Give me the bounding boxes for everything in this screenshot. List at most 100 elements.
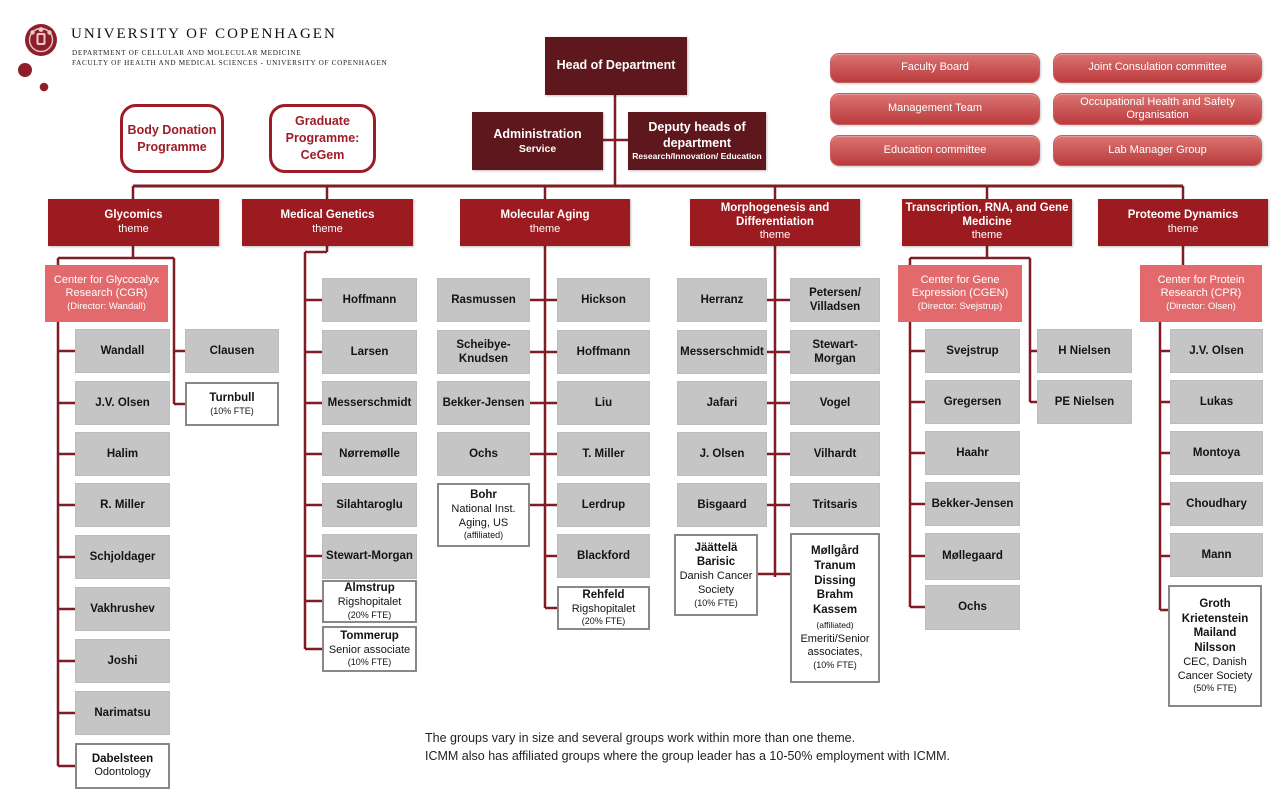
member-halim: Halim xyxy=(75,432,170,476)
committee-joint-consulation: Joint Consulation committee xyxy=(1053,53,1262,83)
member-affiliation: associates, xyxy=(807,646,863,659)
member-n-rrem-lle: Nørremølle xyxy=(322,432,417,476)
theme-label: theme xyxy=(971,229,1003,242)
administration-sublabel: Service xyxy=(518,142,557,155)
member-name: Almstrup xyxy=(344,582,395,595)
member-affiliation: National Inst. xyxy=(451,502,516,515)
member-vogel: Vogel xyxy=(790,381,880,425)
member-vilhardt: Vilhardt xyxy=(790,432,880,476)
member-name: Dabelsteen xyxy=(91,752,154,765)
graduate-programme-box: Graduate Programme: CeGem xyxy=(269,104,376,173)
affiliated-note: (affiliated) xyxy=(816,619,854,630)
member-bekker-jensen: Bekker-Jensen xyxy=(925,482,1020,526)
member-mann: Mann xyxy=(1170,533,1263,577)
faculty-line: FACULTY OF HEALTH AND MEDICAL SCIENCES -… xyxy=(72,59,388,67)
member-j-v-olsen: J.V. Olsen xyxy=(1170,329,1263,373)
committee-faculty-board: Faculty Board xyxy=(830,53,1040,83)
member-fte: (20% FTE) xyxy=(347,609,392,620)
member-affiliation: CEC, Danish xyxy=(1183,655,1247,668)
member-turnbull: Turnbull(10% FTE) xyxy=(185,382,279,426)
department-line: DEPARTMENT OF CELLULAR AND MOLECULAR MED… xyxy=(72,49,302,57)
center-box-cgen: Center for Gene Expression (CGEN)(Direct… xyxy=(898,265,1022,322)
member-fte: (10% FTE) xyxy=(813,660,857,671)
member-joshi: Joshi xyxy=(75,639,170,683)
theme-label: theme xyxy=(529,222,561,235)
member-name: Barisic xyxy=(696,556,736,569)
member-affiliation: Aging, US xyxy=(458,516,509,529)
member-silahtaroglu: Silahtaroglu xyxy=(322,483,417,527)
deputy-heads-box: Deputy heads of department Research/Inno… xyxy=(628,112,766,170)
center-label: (Director: Wandall) xyxy=(67,301,146,313)
member-affiliation: Society xyxy=(697,583,735,596)
member-name: Turnbull xyxy=(209,391,255,404)
member-name: Groth xyxy=(1199,597,1231,610)
member-fte: (20% FTE) xyxy=(581,616,626,627)
member-herranz: Herranz xyxy=(677,278,767,322)
theme-label: Glycomics xyxy=(104,209,163,222)
member-stewart-morgan: Stewart-Morgan xyxy=(322,534,417,579)
member-montoya: Montoya xyxy=(1170,431,1263,475)
member-name: Rehfeld xyxy=(582,588,625,601)
member-hickson: Hickson xyxy=(557,278,650,322)
center-label: Center for Gene Expression (CGEN) xyxy=(911,273,1009,300)
member-vakhrushev: Vakhrushev xyxy=(75,587,170,631)
theme-label: theme xyxy=(759,229,791,242)
member-m-llegaard: Møllegaard xyxy=(925,533,1020,580)
member-name: Brahm xyxy=(816,589,854,602)
head-of-department-label: Head of Department xyxy=(556,58,676,73)
member-r-miller: R. Miller xyxy=(75,483,170,527)
deputy-heads-label: Deputy heads of department xyxy=(648,120,746,150)
center-label: Center for Protein Research (CPR) xyxy=(1157,273,1245,300)
center-label: Center for Glycocalyx Research (CGR) xyxy=(53,273,160,300)
member-blackford: Blackford xyxy=(557,534,650,578)
member-pe-nielsen: PE Nielsen xyxy=(1037,380,1132,424)
theme-label: theme xyxy=(1167,222,1199,235)
university-title: UNIVERSITY OF COPENHAGEN xyxy=(71,26,337,42)
member-messerschmidt: Messerschmidt xyxy=(322,381,417,425)
member-affiliation: Emeriti/Senior xyxy=(800,632,870,645)
member-haahr: Haahr xyxy=(925,431,1020,475)
administration-box: Administration Service xyxy=(472,112,603,170)
member-fte: (50% FTE) xyxy=(1193,683,1237,694)
member-h-nielsen: H Nielsen xyxy=(1037,329,1132,373)
member-name: Tommerup xyxy=(340,629,399,642)
member-bisgaard: Bisgaard xyxy=(677,483,767,527)
theme-label: Molecular Aging xyxy=(500,209,590,222)
member-gregersen: Gregersen xyxy=(925,380,1020,424)
administration-label: Administration xyxy=(493,126,582,141)
center-label: (Director: Svejstrup) xyxy=(917,301,1003,313)
body-donation-programme-box: Body Donation Programme xyxy=(120,104,224,173)
member-affiliation: Senior associate xyxy=(328,643,411,656)
member-scheibye-knudsen: Scheibye-Knudsen xyxy=(437,330,530,374)
center-box-cpr: Center for Protein Research (CPR)(Direct… xyxy=(1140,265,1262,322)
member-j-v-olsen: J.V. Olsen xyxy=(75,381,170,425)
member-hoffmann: Hoffmann xyxy=(557,330,650,374)
theme-label: theme xyxy=(312,222,343,235)
member-svejstrup: Svejstrup xyxy=(925,329,1020,373)
member-lerdrup: Lerdrup xyxy=(557,483,650,527)
member-name: Tranum xyxy=(814,559,856,572)
member-name: Bohr xyxy=(470,489,497,502)
member-affiliation: Odontology xyxy=(94,766,151,779)
member-lukas: Lukas xyxy=(1170,380,1263,424)
member-name: Krietenstein xyxy=(1181,612,1249,625)
ucph-logo-seal xyxy=(18,24,57,92)
theme-label: Transcription, RNA, and Gene Medicine xyxy=(905,202,1069,228)
footer-note-2: ICMM also has affiliated groups where th… xyxy=(425,749,951,763)
member-name: Nilsson xyxy=(1194,642,1236,655)
committee-health-safety: Occupational Health and Safety Organisat… xyxy=(1053,93,1262,125)
member-bekker-jensen: Bekker-Jensen xyxy=(437,381,530,425)
center-label: (Director: Olsen) xyxy=(1166,301,1236,313)
